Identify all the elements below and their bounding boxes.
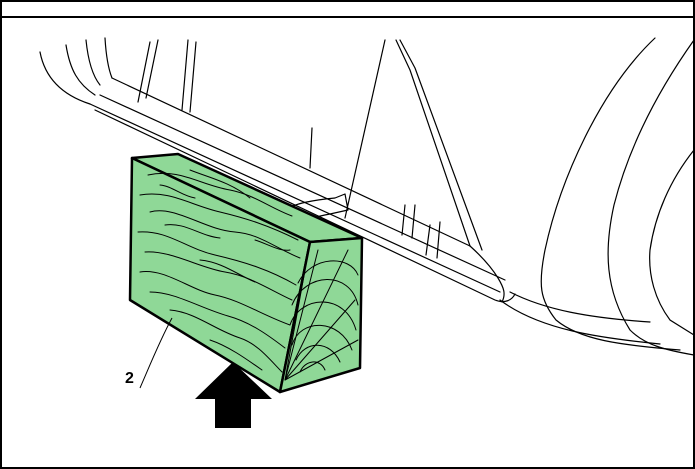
wooden-block (128, 152, 364, 394)
vehicle-body-outline (39, 37, 516, 303)
wheel-tire-outline (499, 37, 695, 356)
up-arrow-icon (195, 362, 272, 428)
wood-grain-end (284, 249, 359, 381)
sill-upper-line (89, 103, 501, 293)
wood-grain-side (137, 169, 301, 373)
callout-label: 2 (125, 370, 134, 387)
fender-curve (39, 51, 91, 105)
callout-leader-line (139, 317, 173, 389)
